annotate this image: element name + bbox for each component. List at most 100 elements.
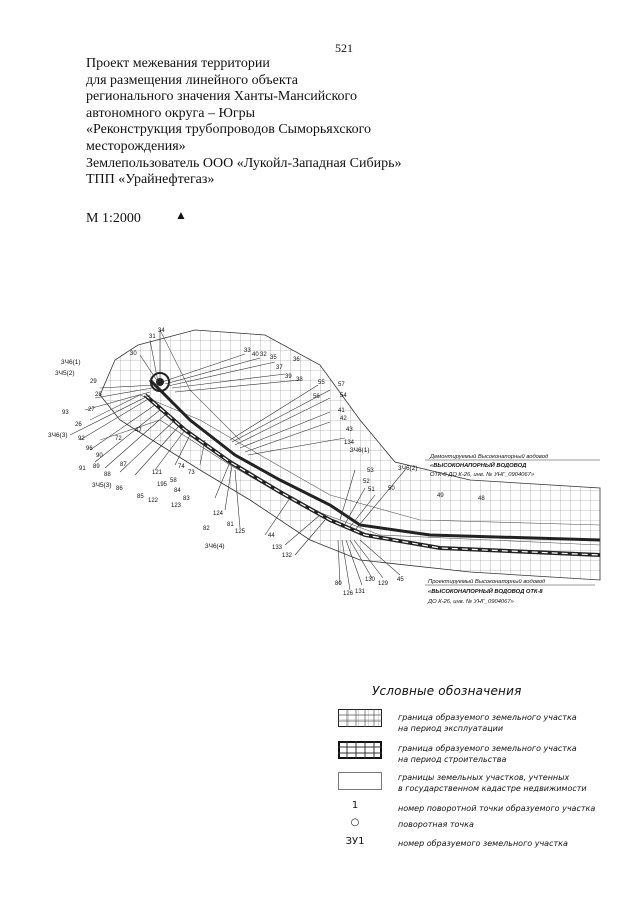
point-label: 125: [235, 529, 246, 535]
legend-text: номер поворотной точки образуемого участ…: [398, 804, 596, 813]
point-label: 96: [86, 446, 93, 452]
point-label: 58: [170, 478, 177, 484]
parcel-label: 3Ч6(3): [48, 432, 68, 439]
point-label: 132: [282, 553, 293, 559]
point-label: 31: [149, 334, 156, 340]
point-label: 28: [95, 392, 102, 398]
leader-lines: [69, 330, 600, 591]
parcel-label: 3Ч5(2): [55, 370, 75, 377]
point-label: 50: [388, 486, 395, 492]
parcel-label: 3Ч6(1): [61, 359, 81, 366]
point-label: 57: [338, 382, 345, 388]
point-label: 30: [130, 351, 137, 357]
point-label: 40: [252, 352, 259, 358]
point-label: 130: [365, 577, 376, 583]
title-line: месторождения»: [86, 138, 186, 154]
existing-pipeline-note: «ВЫСОКОНАПОРНЫЙ ВОДОВОД: [430, 461, 527, 469]
point-label: 52: [363, 479, 370, 485]
point-label: 126: [343, 591, 354, 597]
north-arrow-icon: ▲: [175, 208, 187, 222]
point-label: 133: [272, 545, 283, 551]
point-label: 83: [183, 496, 190, 502]
point-label: 27: [88, 407, 95, 413]
point-label: 72: [115, 436, 122, 442]
parcel-label: 3Ч6(1): [350, 447, 370, 454]
point-label: 129: [378, 581, 389, 587]
point-label: 26: [75, 422, 82, 428]
point-label: 85: [137, 494, 144, 500]
point-label: 93: [62, 410, 69, 416]
point-label: 29: [90, 379, 97, 385]
legend-text: поворотная точка: [398, 820, 474, 829]
point-label: 89: [93, 464, 100, 470]
point-label: 36: [293, 357, 300, 363]
point-label: 122: [148, 498, 159, 504]
projected-pipeline-note: Проектируемый Высоконапорный водовод: [428, 578, 546, 585]
point-label: 84: [174, 488, 181, 494]
title-line: Проект межевания территории: [86, 56, 270, 71]
parcel-label: 3Ч5(3): [92, 482, 112, 489]
point-label: 123: [171, 503, 182, 509]
point-label: 45: [397, 577, 404, 583]
point-label: 195: [157, 482, 168, 488]
point-label: 121: [152, 470, 163, 476]
point-label: 43: [346, 427, 353, 433]
point-label: 86: [116, 486, 123, 492]
title-line: автономного округа – Югры: [86, 105, 255, 121]
map-scale: М 1:2000: [86, 211, 141, 226]
point-label: 74: [178, 464, 185, 470]
point-label: 55: [318, 380, 325, 386]
point-label: 91: [79, 466, 86, 472]
point-label: 33: [244, 348, 251, 354]
point-label: 87: [120, 462, 127, 468]
point-label: 32: [260, 352, 267, 358]
point-label: 92: [78, 436, 85, 442]
point-label: 82: [203, 526, 210, 532]
legend-title: Условные обозначения: [372, 684, 522, 698]
title-line: Землепользователь ООО «Лукойл-Западная С…: [86, 155, 402, 171]
grid-parcel-area: [99, 329, 601, 581]
point-label: 56: [313, 394, 320, 400]
point-label: 34: [158, 328, 165, 334]
point-label: 51: [368, 487, 375, 493]
point-label: 44: [268, 533, 275, 539]
title-line: ТПП «Урайнефтегаз»: [86, 172, 215, 188]
title-line: регионального значения Ханты-Мансийского: [86, 89, 357, 105]
projected-pipeline: [143, 393, 601, 557]
point-label: 81: [227, 522, 234, 528]
point-label: 47: [135, 428, 142, 434]
projected-pipeline-note: ДО К-26, инв. № УНГ_0904067»: [427, 599, 514, 605]
page-number: 521: [335, 41, 353, 55]
point-label: 49: [437, 493, 444, 499]
point-label: 38: [296, 377, 303, 383]
title-line: «Реконструкция трубопроводов Сыморьяхско…: [86, 122, 372, 138]
point-label: 88: [104, 472, 111, 478]
circle-icon: ○: [350, 817, 360, 828]
point-label: 42: [340, 416, 347, 422]
point-label: 39: [285, 374, 292, 380]
point-label: 131: [355, 589, 366, 595]
parcel-label: 3Ч6(4): [205, 543, 225, 550]
existing-pipeline-note: Демонтируемый Высоконапорный водовод: [429, 453, 549, 460]
existing-pipeline-note: ОТК-8 ДО К-26, инв. № УНГ_0904067»: [430, 472, 534, 478]
point-label: 134: [344, 440, 355, 446]
point-label: 41: [338, 408, 345, 414]
point-label: 73: [188, 470, 195, 476]
parcel-number-symbol: ЗУ1: [345, 836, 365, 847]
existing-pipeline: [148, 378, 601, 542]
point-label: 80: [335, 581, 342, 587]
projected-pipeline-note: «ВЫСОКОНАПОРНЫЙ ВОДОВОД ОТК-8: [428, 587, 543, 595]
survey-map: 3Ч6(1) 3Ч5(2) 3Ч6(3) 3Ч5(3) 3Ч6(1) 3Ч6(2…: [48, 328, 601, 605]
bold-grid-pattern-icon: [338, 741, 382, 759]
point-label: 35: [270, 355, 277, 361]
grid-pattern-icon: [338, 709, 382, 727]
parcel-label: 3Ч6(2): [398, 465, 418, 472]
point-label: 37: [276, 365, 283, 371]
plain-rect-icon: [338, 772, 382, 790]
point-number-symbol: 1: [351, 800, 359, 811]
point-label: 54: [340, 393, 347, 399]
point-label: 90: [96, 453, 103, 459]
